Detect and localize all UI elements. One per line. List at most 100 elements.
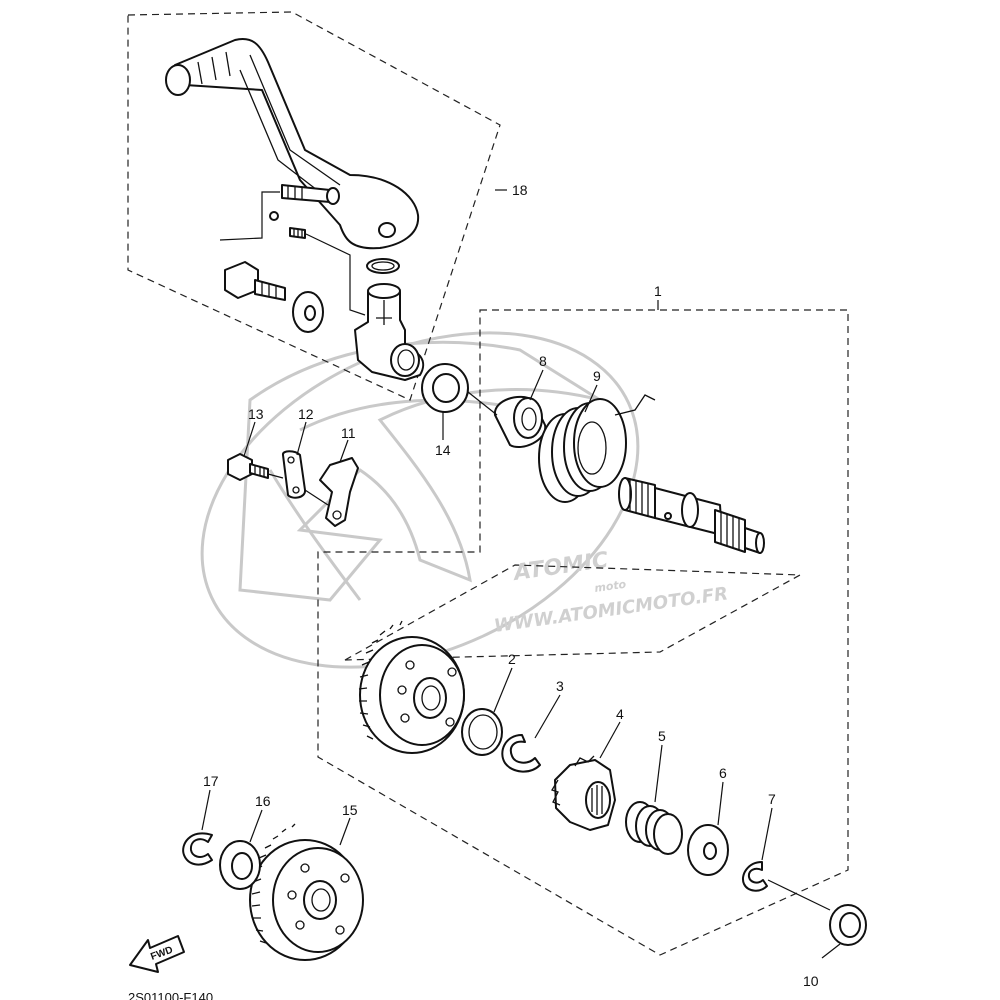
shaft-hole bbox=[664, 512, 672, 520]
callout-10: 10 bbox=[803, 973, 819, 989]
leader-16 bbox=[249, 809, 263, 843]
boss-circlip bbox=[366, 258, 400, 274]
part-6-washer bbox=[687, 824, 729, 876]
kick-gear-hole-4 bbox=[445, 717, 455, 727]
washer-6-hole bbox=[703, 842, 717, 860]
clamp-boss-bore bbox=[390, 343, 420, 377]
leader-6 bbox=[717, 781, 724, 826]
ball-spring-leader bbox=[305, 233, 366, 316]
guide-front bbox=[513, 397, 543, 439]
callout-6: 6 bbox=[719, 765, 727, 781]
lever-bolt bbox=[224, 261, 286, 301]
callout-17: 17 bbox=[203, 773, 219, 789]
callout-5: 5 bbox=[658, 728, 666, 744]
part-16-washer bbox=[219, 840, 261, 890]
leader-4 bbox=[599, 721, 621, 759]
leader-15 bbox=[339, 817, 351, 846]
part-8-spring-guide bbox=[493, 395, 547, 448]
pin-thread bbox=[287, 186, 303, 199]
ratchet-bolt-head bbox=[227, 453, 253, 481]
lever-clamp-boss bbox=[354, 283, 425, 381]
boss-circlip-inner bbox=[371, 261, 395, 271]
kick-lever-group-box bbox=[127, 11, 501, 401]
watermark-orbit bbox=[200, 331, 640, 669]
callout-8: 8 bbox=[539, 353, 547, 369]
kick-lever-arm-rib bbox=[249, 54, 341, 186]
shaft-end-face bbox=[618, 477, 632, 511]
idle-gear-lightening-5 bbox=[340, 873, 350, 883]
ratchet-bolt-thread bbox=[254, 465, 265, 477]
part-18-pin bbox=[219, 184, 340, 241]
washer-2-inner bbox=[468, 714, 498, 750]
kick-shaft bbox=[618, 477, 765, 554]
kick-lever-arm bbox=[174, 38, 420, 250]
callout-12: 12 bbox=[298, 406, 314, 422]
kick-lever bbox=[165, 38, 420, 250]
callout-3: 3 bbox=[556, 678, 564, 694]
leader-2 bbox=[493, 667, 513, 713]
kick-gear-hole-2 bbox=[397, 685, 407, 695]
lever-washer bbox=[292, 291, 324, 333]
fwd-arrow: FWD bbox=[129, 935, 185, 973]
shaft-splines-1 bbox=[629, 480, 649, 516]
ratchet-bolt-shank bbox=[249, 463, 269, 479]
ratchet-guide-body bbox=[319, 457, 359, 527]
idle-gear-lightening-4 bbox=[335, 925, 345, 935]
kick-gear-bore bbox=[421, 685, 441, 711]
seal-inner bbox=[432, 373, 460, 403]
callout-14: 14 bbox=[435, 442, 451, 458]
washer-2-outer bbox=[461, 708, 503, 756]
leader-8 bbox=[529, 369, 544, 401]
callout-9: 9 bbox=[593, 368, 601, 384]
detent-ball bbox=[269, 211, 279, 221]
fwd-arrow-icon bbox=[129, 935, 185, 973]
leader-12 bbox=[296, 421, 307, 456]
part-4-ratchet bbox=[551, 755, 616, 831]
ratchet-bore-splines bbox=[591, 785, 603, 815]
ratchet-group-axis bbox=[267, 473, 329, 506]
spring-bore bbox=[577, 421, 607, 475]
watermark-sub: moto bbox=[594, 578, 628, 595]
kick-lever-arm-rib-2 bbox=[239, 69, 331, 201]
kick-gear-hole-1 bbox=[405, 660, 415, 670]
clamp-boss-slot bbox=[376, 300, 392, 325]
kick-lever-grip-end bbox=[165, 64, 191, 96]
detent-spring-coils bbox=[293, 228, 303, 238]
ratchet-bore bbox=[585, 781, 611, 819]
part-15-kick-idle-gear bbox=[249, 823, 364, 961]
kick-lever-grip-ribs bbox=[197, 51, 231, 85]
shaft-splines-2 bbox=[720, 512, 740, 550]
callout-15: 15 bbox=[342, 802, 358, 818]
spring-coil-4 bbox=[573, 398, 627, 488]
shaft-splined-mid bbox=[714, 509, 746, 553]
spring5-coil-4 bbox=[653, 813, 683, 855]
part-9-torsion-spring bbox=[538, 394, 656, 503]
callout-13: 13 bbox=[248, 406, 264, 422]
part-12-plate bbox=[282, 450, 306, 499]
leader-13 bbox=[243, 421, 256, 457]
callout-leaders bbox=[201, 189, 841, 959]
kick-shaft-plane bbox=[344, 564, 803, 661]
part-7-circlip bbox=[742, 861, 768, 892]
ratchet-teeth bbox=[551, 755, 595, 806]
idle-gear-lightening-3 bbox=[295, 920, 305, 930]
clamp-boss-bore-inner bbox=[397, 349, 415, 371]
shaft-tip-face bbox=[755, 532, 765, 554]
kick-lever-boss bbox=[378, 222, 396, 238]
part-2-washer bbox=[461, 708, 503, 756]
pin-leader bbox=[219, 191, 280, 241]
leader-11 bbox=[339, 439, 349, 463]
washer-16-hole bbox=[231, 852, 253, 880]
drawing-code: 2S01100-F140 bbox=[128, 990, 213, 1000]
callout-4: 4 bbox=[616, 706, 624, 722]
callout-11: 11 bbox=[341, 425, 356, 441]
callout-1: 1 bbox=[654, 283, 662, 299]
watermark-swoosh-inner bbox=[268, 398, 501, 601]
kick-shaft-assembly-box bbox=[317, 309, 849, 956]
lever-bolt-thread bbox=[261, 282, 277, 298]
callout-2: 2 bbox=[508, 651, 516, 667]
leader-3 bbox=[534, 694, 561, 739]
pin-head bbox=[326, 187, 340, 205]
watermark-brand: ATOMIC bbox=[510, 548, 609, 586]
